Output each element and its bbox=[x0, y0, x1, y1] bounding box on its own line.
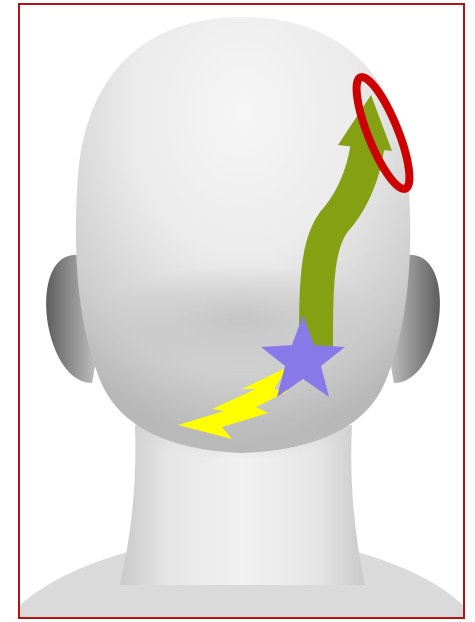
nape-shadow bbox=[92, 265, 392, 375]
head-illustration bbox=[20, 5, 463, 617]
figure-frame bbox=[18, 3, 465, 619]
